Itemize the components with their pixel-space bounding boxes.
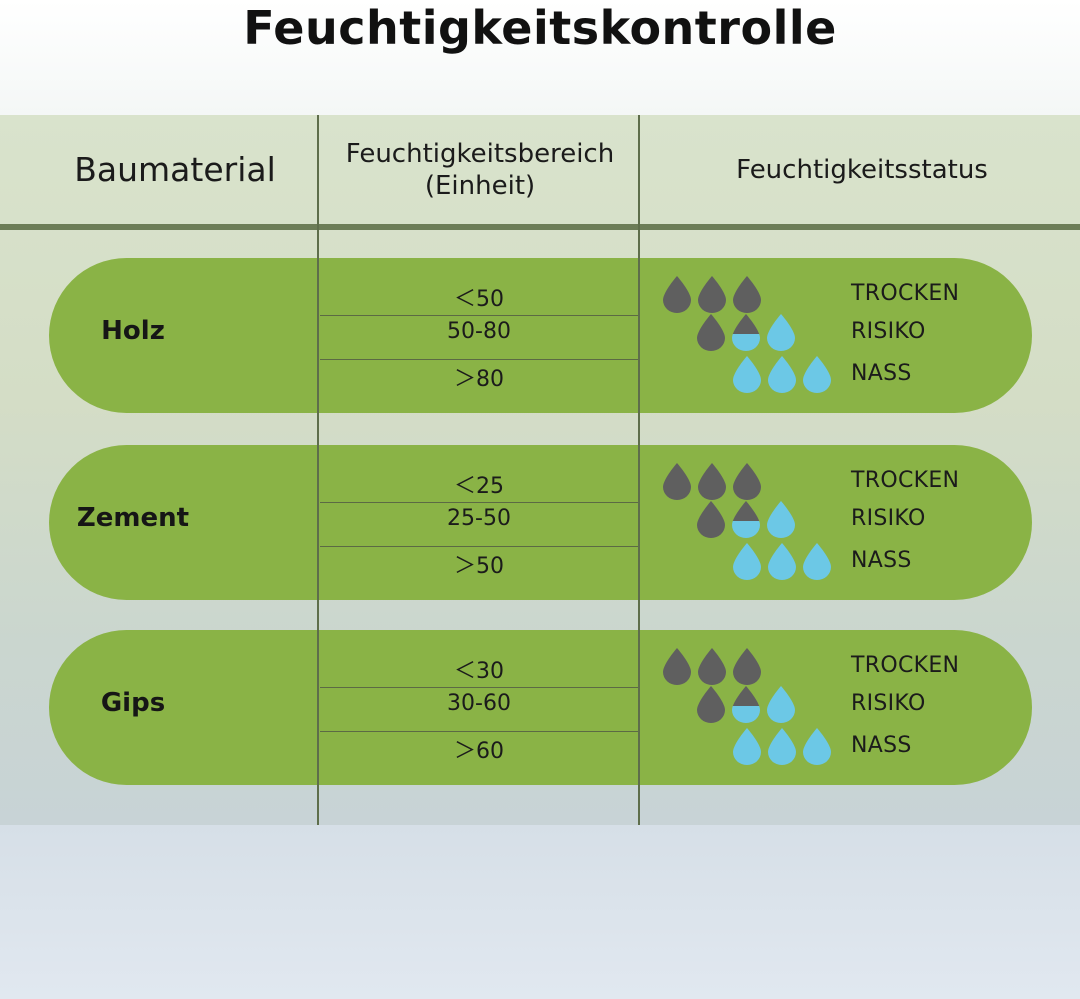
blue-drop-icon [733,543,761,580]
status-label: NASS [851,548,912,573]
gray-drop-icon [698,648,726,685]
blue-drop-icon [803,728,831,765]
blue-drop-icon [803,356,831,393]
blue-drop-icon [768,728,796,765]
blue-drop-icon [803,543,831,580]
header-material: Baumaterial [74,150,276,189]
title-band [0,0,1080,115]
range-divider [320,359,638,360]
range-divider [320,502,638,503]
header-divider [0,224,1080,230]
blue-drop-icon [767,686,795,723]
blue-drop-icon [733,728,761,765]
blue-drop-icon [767,501,795,538]
half-filled-drop-icon [732,501,760,538]
range-divider [320,315,638,316]
status-label: RISIKO [851,691,926,716]
gray-drop-icon [697,501,725,538]
gray-drop-icon [663,276,691,313]
range-value: 25-50 [447,506,511,531]
status-label: TROCKEN [851,281,960,306]
material-name: Zement [76,503,190,533]
bottom-band [0,825,1080,999]
blue-drop-icon [768,543,796,580]
range-divider [320,731,638,732]
range-divider [320,546,638,547]
header-status: Feuchtigkeitsstatus [736,154,988,185]
range-value: ＞60 [454,739,504,764]
material-row-holz [49,258,1032,413]
status-label: NASS [851,361,912,386]
material-row-gips [49,630,1032,785]
status-label: TROCKEN [851,653,960,678]
range-value: ＜25 [454,474,504,499]
header-range-line1: Feuchtigkeitsbereich [345,138,615,169]
gray-drop-icon [733,648,761,685]
half-filled-drop-icon [732,686,760,723]
gray-drop-icon [733,463,761,500]
gray-drop-icon [698,463,726,500]
gray-drop-icon [663,463,691,500]
range-value: 30-60 [447,691,511,716]
status-label: NASS [851,733,912,758]
material-row-zement [49,445,1032,600]
status-label: RISIKO [851,319,926,344]
material-name: Gips [100,688,166,718]
blue-drop-icon [767,314,795,351]
column-divider-2 [638,115,640,825]
blue-drop-icon [768,356,796,393]
gray-drop-icon [698,276,726,313]
gray-drop-icon [733,276,761,313]
range-value: ＞80 [454,367,504,392]
header-range: Feuchtigkeitsbereich (Einheit) [320,115,640,224]
status-label: RISIKO [851,506,926,531]
range-divider [320,687,638,688]
range-value: ＜30 [454,659,504,684]
page-title: Feuchtigkeitskontrolle [243,1,837,55]
status-label: TROCKEN [851,468,960,493]
gray-drop-icon [663,648,691,685]
range-value: 50-80 [447,319,511,344]
blue-drop-icon [733,356,761,393]
range-value: ＜50 [454,287,504,312]
half-filled-drop-icon [732,314,760,351]
gray-drop-icon [697,686,725,723]
header-range-line2: (Einheit) [424,170,536,201]
gray-drop-icon [697,314,725,351]
material-name: Holz [101,316,165,346]
column-divider-1 [317,115,319,825]
range-value: ＞50 [454,554,504,579]
